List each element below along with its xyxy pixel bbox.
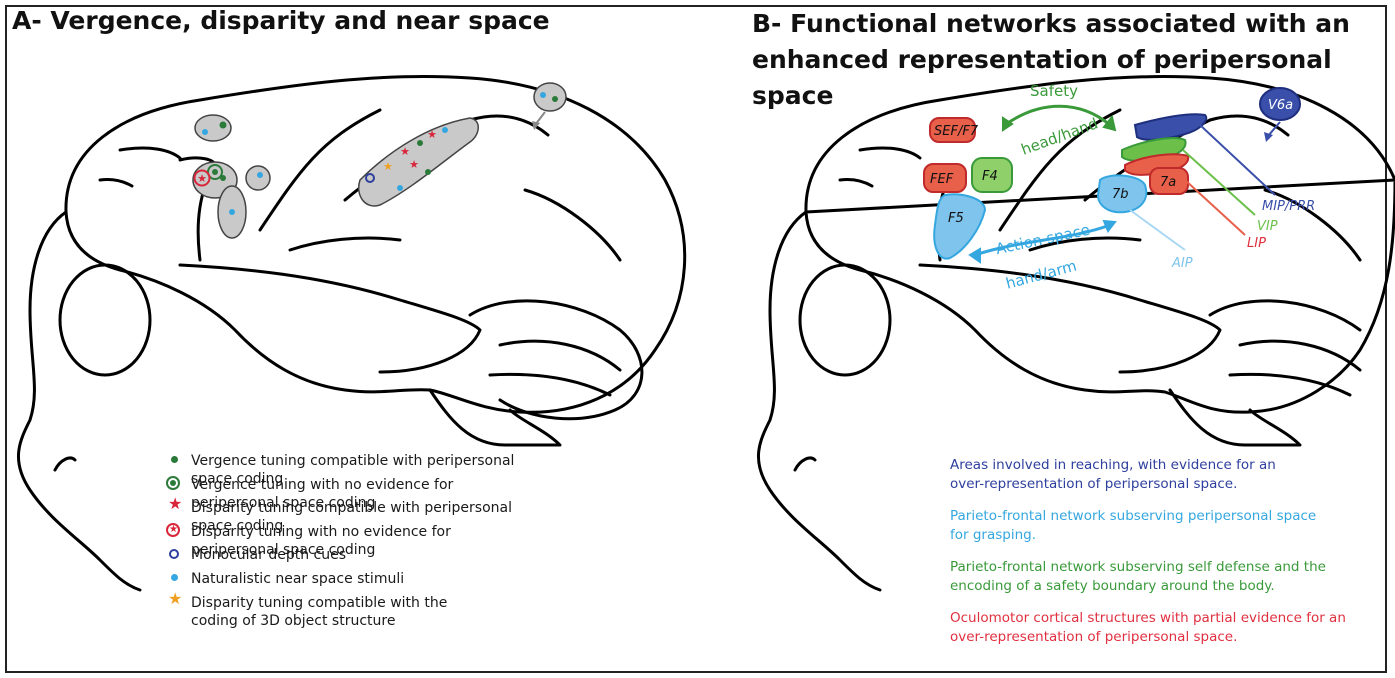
label-vip: VIP xyxy=(1257,219,1278,234)
label-fef: FEF xyxy=(930,172,954,187)
legend-text: Vergence tuning compatible with peripers… xyxy=(191,453,515,487)
eye-circle xyxy=(58,263,152,377)
legend-text: Disparity tuning compatible with the cod… xyxy=(191,594,448,629)
blue-ring-icon xyxy=(165,546,185,564)
green-dot-icon xyxy=(165,452,185,470)
action-space-sub-label: hand/arm xyxy=(1004,257,1079,293)
legend-text: Naturalistic near space stimuli xyxy=(191,570,405,587)
cyan-dot-icon xyxy=(165,570,185,588)
legend-oculomotor: Oculomotor cortical structures with part… xyxy=(950,610,1346,645)
legend-text: Disparity tuning compatible with periper… xyxy=(191,500,512,535)
svg-text:★: ★ xyxy=(383,161,393,173)
figure-frame xyxy=(5,5,1387,673)
brain-stem xyxy=(428,388,562,447)
svg-text:★: ★ xyxy=(400,146,410,158)
green-ring-icon xyxy=(165,475,185,494)
panel-b-title: B- Functional networks associated with a… xyxy=(752,9,1350,110)
red-ring-star-icon: ★ xyxy=(165,522,185,541)
legend-item-naturalistic: Naturalistic near space stimuli xyxy=(165,570,531,594)
legend-text: Monocular depth cues xyxy=(191,547,347,564)
panel-a-title: A- Vergence, disparity and near space xyxy=(12,6,550,35)
area-mip xyxy=(1133,113,1208,141)
temporal-lobe xyxy=(178,263,482,374)
area-fef xyxy=(923,163,967,193)
action-space-label: Action space xyxy=(994,221,1091,259)
svg-text:★: ★ xyxy=(427,129,437,141)
label-7b: 7b xyxy=(1112,187,1129,202)
legend-item-monocular: Monocular depth cues xyxy=(165,546,531,570)
label-aip: AIP xyxy=(1171,256,1193,271)
label-v6a: V6a xyxy=(1268,98,1293,113)
eye-circle-b xyxy=(798,263,892,377)
label-f4: F4 xyxy=(982,169,998,184)
svg-text:★: ★ xyxy=(409,159,419,171)
brain-outline xyxy=(64,75,687,414)
panel-a-markers: ★ ★ ★ ★ ★ xyxy=(193,92,558,215)
area-f5 xyxy=(933,193,987,260)
face-profile-b xyxy=(756,210,882,592)
svg-text:★: ★ xyxy=(197,173,207,185)
legend-text: Vergence tuning with no evidence for per… xyxy=(191,476,454,511)
legend-defense: Parieto-frontal network subserving self … xyxy=(950,559,1326,594)
red-star-icon: ★ xyxy=(168,494,183,514)
action-space-arrow xyxy=(973,223,1112,257)
legend-text: Disparity tuning with no evidence for pe… xyxy=(191,523,451,558)
legend-reaching: Areas involved in reaching, with evidenc… xyxy=(950,457,1276,492)
label-f5: F5 xyxy=(948,211,964,226)
area-7a xyxy=(1149,167,1189,195)
cerebellum xyxy=(468,299,644,421)
orange-star-icon: ★ xyxy=(168,588,183,608)
panel-b-legend: Areas involved in reaching, with evidenc… xyxy=(950,456,1390,660)
legend-item-3d-structure: ★ Disparity tuning compatible with the c… xyxy=(165,588,531,638)
legend-item-vergence-compatible: Vergence tuning compatible with peripers… xyxy=(165,452,531,487)
area-sef xyxy=(929,117,976,143)
area-f4 xyxy=(971,157,1013,193)
area-v6a xyxy=(1259,87,1301,121)
label-7a: 7a xyxy=(1160,175,1176,190)
panel-a-legend: Vergence tuning compatible with peripers… xyxy=(165,452,531,638)
label-lip: LIP xyxy=(1247,236,1266,251)
legend-item-disparity-no-evidence: ★ Disparity tuning with no evidence for … xyxy=(165,522,531,558)
patch-lateral xyxy=(245,165,271,191)
legend-item-disparity-compatible: ★ Disparity tuning compatible with perip… xyxy=(165,494,531,535)
label-mip: MIP/PRR xyxy=(1262,199,1315,214)
legend-grasping: Parieto-frontal network subserving perip… xyxy=(950,508,1317,543)
area-7b xyxy=(1096,174,1148,214)
safety-label: Safety xyxy=(1030,82,1078,100)
face-profile xyxy=(16,210,142,592)
patch-v6a xyxy=(533,82,567,112)
legend-item-vergence-no-evidence: Vergence tuning with no evidence for per… xyxy=(165,475,531,511)
brain-outline-b xyxy=(804,75,1395,214)
safety-arrow xyxy=(1003,104,1112,127)
patch-ips xyxy=(358,117,479,207)
label-sef: SEF/F7 xyxy=(934,124,979,139)
